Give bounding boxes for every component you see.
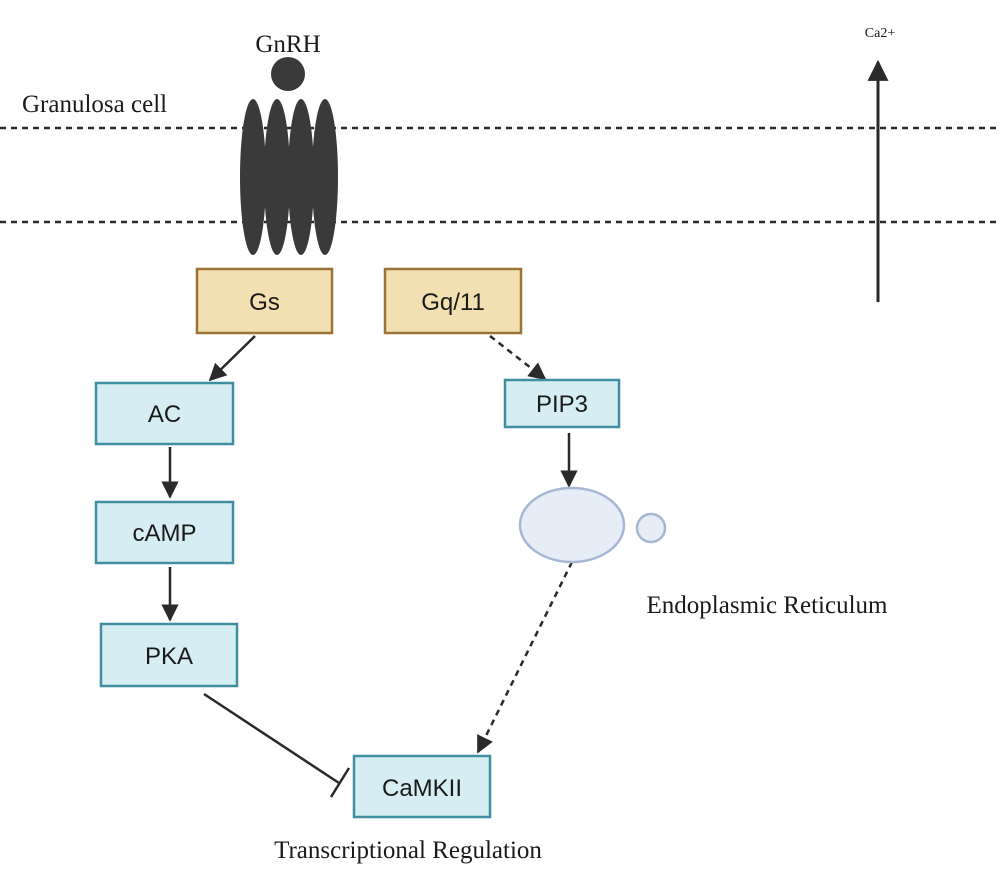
node-pka: PKA (99, 622, 239, 688)
edge-pka-camkii-inhibition (203, 692, 340, 785)
node-pip3-label: PIP3 (536, 391, 588, 418)
edge-er-camkii (476, 561, 574, 754)
node-gq11-label: Gq/11 (421, 289, 485, 316)
receptor-helix-3 (288, 99, 314, 255)
er-small-vesicle (635, 512, 667, 544)
node-camp: cAMP (94, 500, 235, 565)
node-gs-label: Gs (249, 289, 280, 316)
node-camkii: CaMKII (352, 754, 492, 819)
node-ac: AC (94, 381, 235, 446)
node-pip3: PIP3 (503, 378, 621, 429)
node-gs: Gs (195, 267, 334, 335)
ligand-ball (271, 57, 305, 91)
endoplasmic-reticulum (518, 486, 667, 564)
ligand-label: GnRH (255, 31, 320, 58)
edge-gs-ac (208, 335, 256, 382)
node-camp-label: cAMP (132, 520, 196, 547)
receptor-helix-4 (312, 99, 338, 255)
cell-label: Granulosa cell (22, 91, 167, 118)
receptor-helix-2 (264, 99, 290, 255)
edge-gq-pip3 (489, 335, 547, 381)
gnrh-receptor (240, 99, 338, 255)
receptor-helix-1 (240, 99, 266, 255)
outcome-label: Transcriptional Regulation (274, 837, 542, 864)
er-label: Endoplasmic Reticulum (647, 592, 888, 619)
er-large-body (518, 486, 626, 564)
inhibition-bar (329, 767, 351, 798)
node-gq11: Gq/11 (383, 267, 523, 335)
node-pka-label: PKA (145, 643, 193, 670)
ca-label: Ca2+ (865, 26, 896, 41)
node-camkii-label: CaMKII (382, 775, 462, 802)
node-ac-label: AC (148, 401, 181, 428)
